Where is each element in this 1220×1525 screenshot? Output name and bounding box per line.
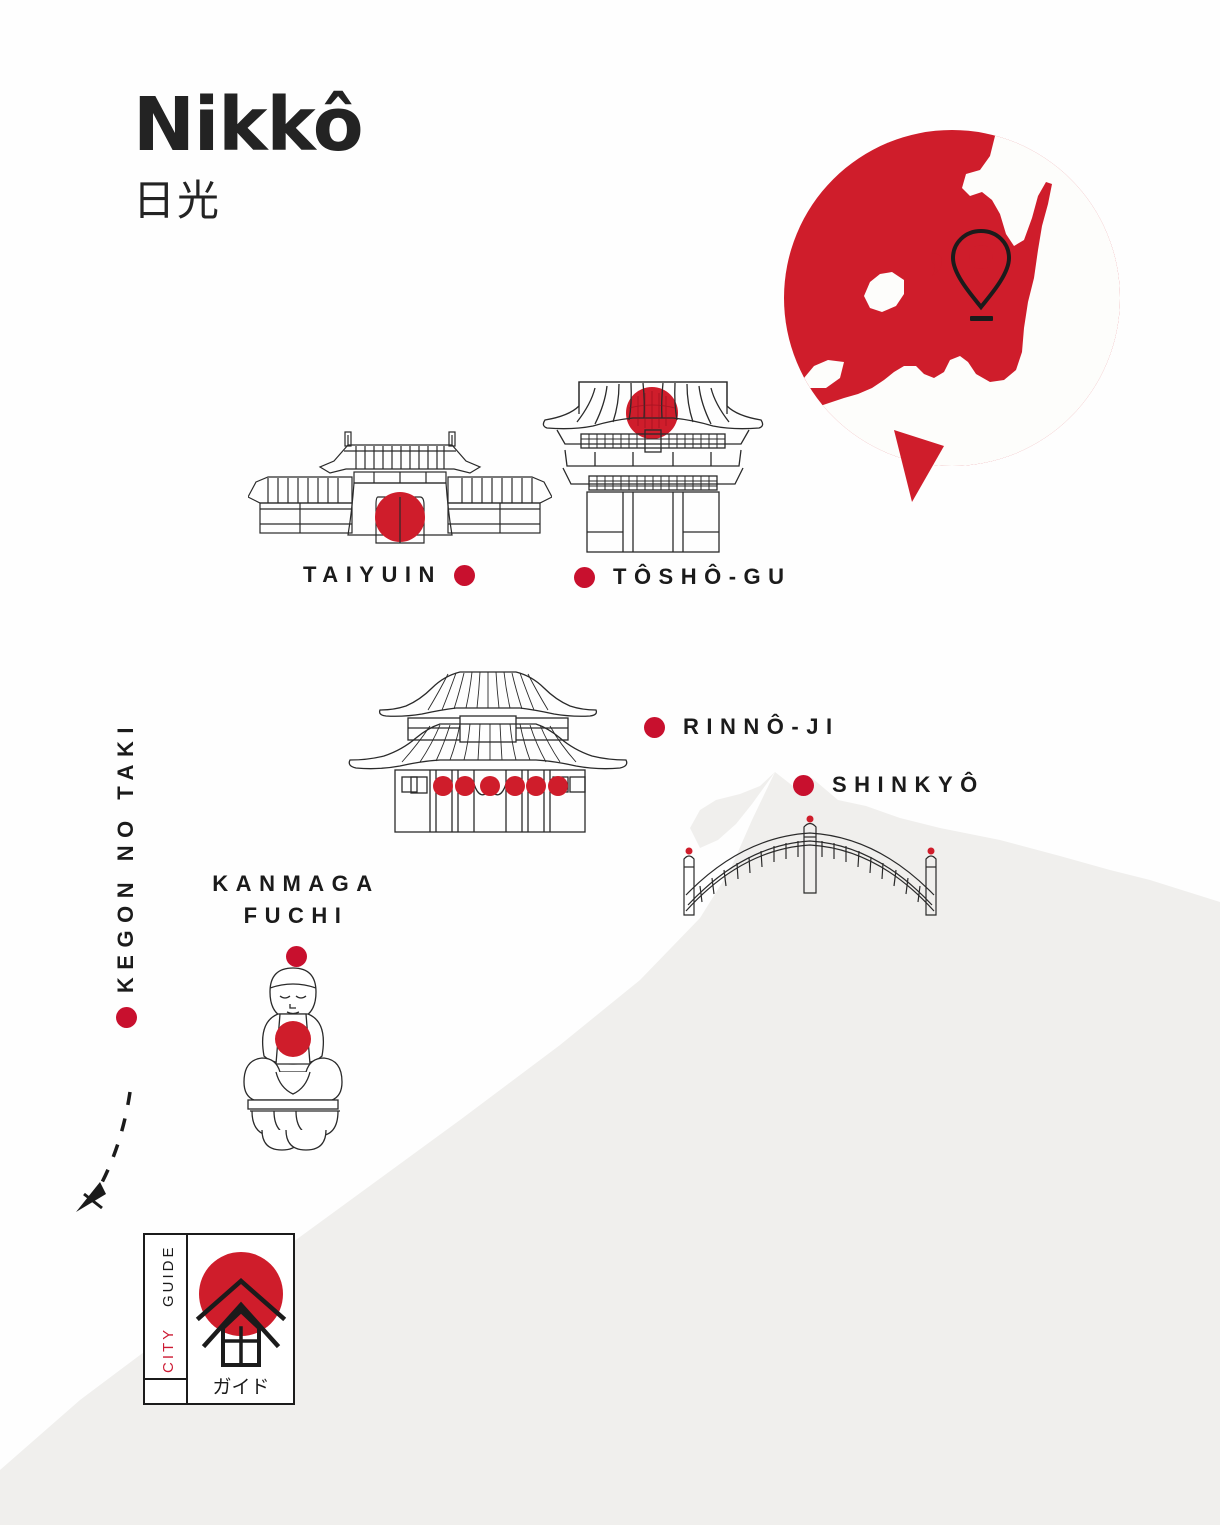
landmark-label-taiyuin[interactable]: TAIYUIN [303,562,475,588]
landmark-label-kanmaga-line1: KANMAGA [212,871,380,896]
logo-japanese-text: ガイド [212,1376,269,1398]
landmark-label-rinnoji[interactable]: RINNÔ-JI [644,714,840,740]
landmark-dot-taiyuin [453,564,475,586]
logo-guide-text: GUIDE [160,1244,177,1307]
toshogu-gate-icon[interactable] [533,368,773,563]
page-title-block: Nikkô 日光 [133,82,364,225]
landmark-label-rinnoji-text: RINNÔ-JI [683,714,840,739]
landmark-label-shinkyo-text: SHINKYÔ [832,772,985,797]
landmark-label-kegon-no-taki[interactable]: KEGON NO TAKI [113,720,139,1029]
japan-map-circle[interactable] [784,130,1120,515]
landmark-label-kanmaga-fuchi[interactable]: KANMAGA FUCHI [196,868,396,967]
landmark-label-kanmaga-line2: FUCHI [243,902,349,928]
shinkyo-bridge-icon[interactable] [680,815,940,925]
landmark-dot-kanmaga-fuchi [285,945,307,967]
landmark-label-kegon-text: KEGON NO TAKI [113,720,138,994]
logo-city-text: CITY [160,1327,177,1373]
landmark-label-toshogu[interactable]: TÔSHÔ-GU [574,564,792,590]
location-pin-icon [950,228,1012,321]
page-title-japanese: 日光 [133,176,222,225]
city-guide-logo[interactable]: ガイド CITY GUIDE [143,1233,295,1410]
landmark-label-shinkyo[interactable]: SHINKYÔ [793,772,985,798]
landmark-dot-kegon-no-taki [115,1007,137,1029]
landmark-dot-shinkyo [793,774,814,796]
landmark-dot-rinnoji [644,716,665,738]
dashed-arrow-icon [76,1091,132,1212]
landmark-dot-toshogu [574,566,595,588]
rinnoji-temple-icon[interactable] [340,662,635,842]
landmark-label-toshogu-text: TÔSHÔ-GU [613,564,792,589]
taiyuin-gate-icon[interactable] [247,425,553,555]
jizo-statue-icon[interactable] [218,960,368,1160]
page-title: Nikkô [133,82,364,168]
landmark-label-taiyuin-text: TAIYUIN [303,562,442,587]
